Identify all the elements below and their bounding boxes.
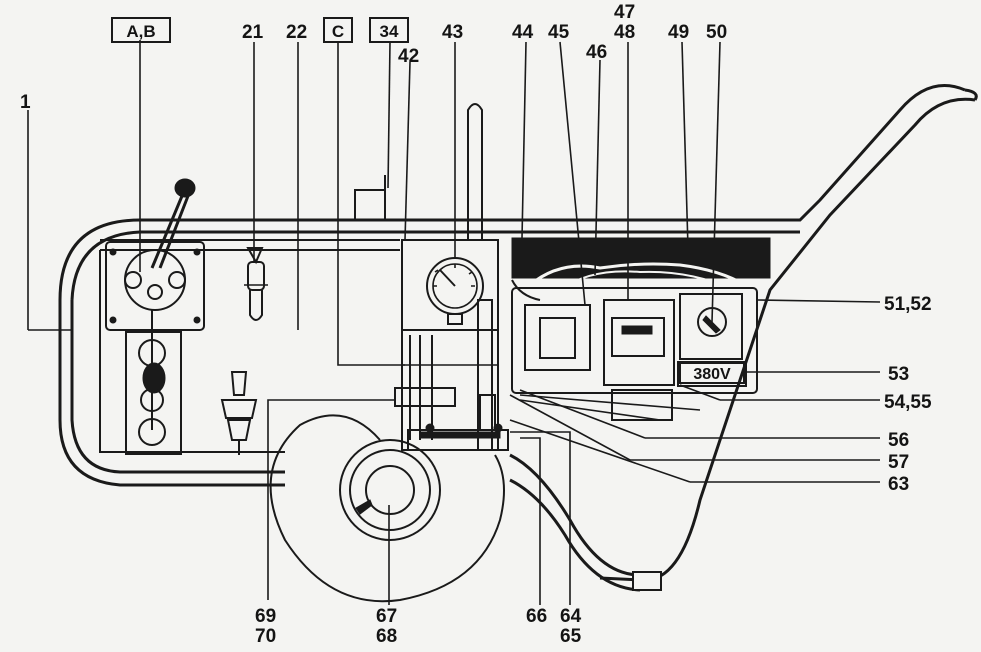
lever-knob bbox=[174, 178, 196, 198]
boxed-label-34: 34 bbox=[369, 17, 409, 43]
callout-53: 53 bbox=[888, 364, 909, 385]
callout-49: 49 bbox=[668, 22, 689, 43]
callout-21: 21 bbox=[242, 22, 264, 43]
svg-text:34: 34 bbox=[380, 22, 399, 41]
callout-64: 64 bbox=[560, 606, 582, 627]
callout-50: 50 bbox=[706, 22, 727, 43]
callout-46: 46 bbox=[586, 42, 607, 63]
voltage-plate: 380V bbox=[679, 362, 745, 384]
callout-51-52: 51,52 bbox=[884, 294, 932, 315]
callout-68: 68 bbox=[376, 626, 397, 647]
exhaust-pipe bbox=[467, 103, 483, 240]
callout-54-55: 54,55 bbox=[884, 392, 932, 413]
callout-69: 69 bbox=[255, 606, 276, 627]
leader-lines bbox=[27, 40, 881, 605]
boxed-label-c: C bbox=[323, 17, 353, 43]
pressure-gauge bbox=[426, 257, 484, 325]
callout-45: 45 bbox=[548, 22, 570, 43]
boxed-label-ab: A,B bbox=[111, 17, 171, 43]
callout-42: 42 bbox=[398, 46, 419, 67]
svg-text:380V: 380V bbox=[693, 366, 731, 383]
callout-1: 1 bbox=[20, 92, 31, 113]
tubular-frame bbox=[58, 84, 978, 592]
callout-57: 57 bbox=[888, 452, 909, 473]
callout-47: 47 bbox=[614, 2, 635, 23]
callout-43: 43 bbox=[442, 22, 463, 43]
lever-assembly bbox=[109, 178, 201, 446]
callout-44: 44 bbox=[512, 22, 534, 43]
callout-66: 66 bbox=[526, 606, 547, 627]
generator-unit bbox=[511, 287, 758, 421]
callout-70: 70 bbox=[255, 626, 276, 647]
spray-nozzle-lower bbox=[220, 371, 258, 455]
cable-tray bbox=[511, 237, 771, 301]
callout-65: 65 bbox=[560, 626, 582, 647]
svg-text:C: C bbox=[332, 22, 344, 41]
center-housing bbox=[401, 239, 499, 451]
callout-48: 48 bbox=[614, 22, 635, 43]
svg-text:A,B: A,B bbox=[126, 22, 155, 41]
callout-22: 22 bbox=[286, 22, 307, 43]
frame-foot bbox=[632, 571, 662, 591]
callout-56: 56 bbox=[888, 430, 909, 451]
top-switch bbox=[354, 175, 386, 221]
saw-blade bbox=[269, 387, 509, 603]
spray-nozzle-upper bbox=[244, 247, 268, 321]
callout-67: 67 bbox=[376, 606, 397, 627]
callout-63: 63 bbox=[888, 474, 909, 495]
